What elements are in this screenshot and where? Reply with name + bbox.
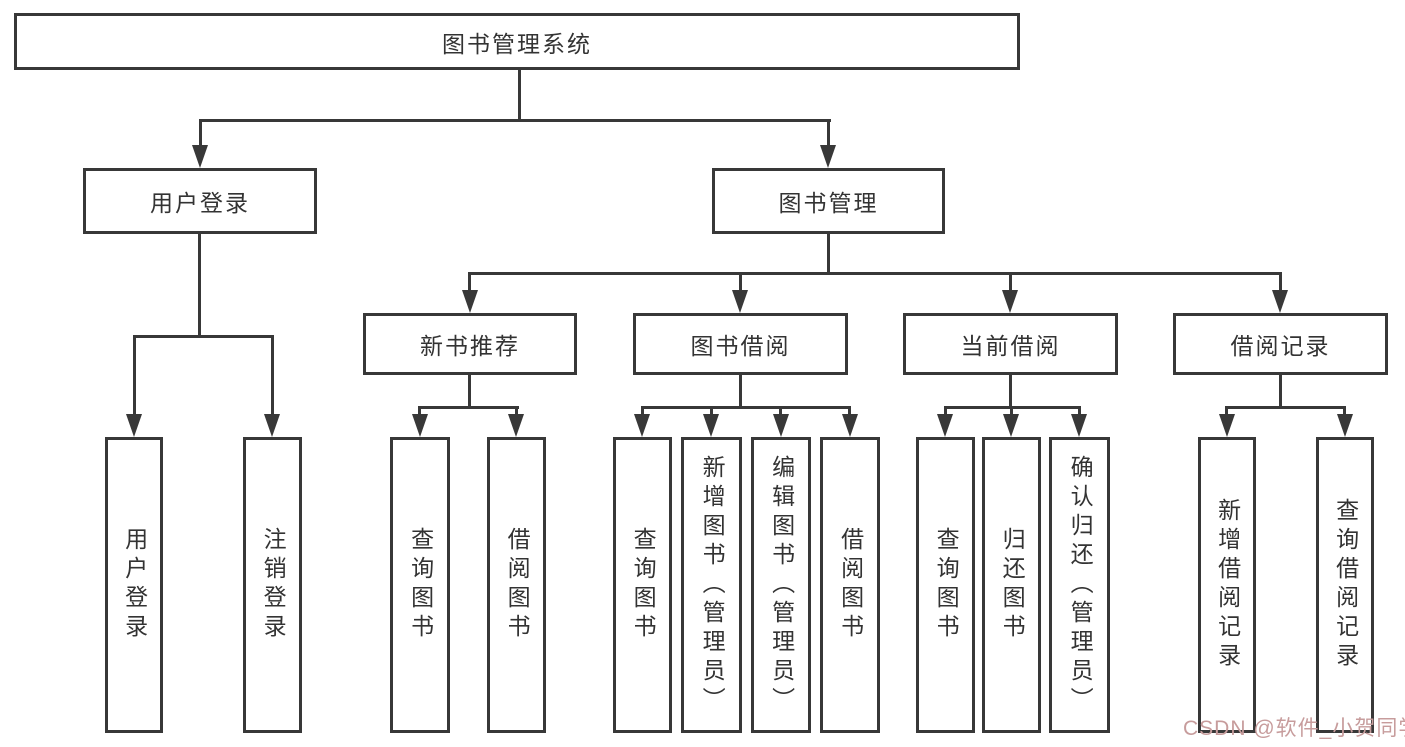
leaf-edit-books-admin: 编辑图书（管理员） bbox=[751, 437, 811, 733]
node-label: 当前借阅 bbox=[960, 333, 1061, 359]
leaf-query-books-recommend: 查询图书 bbox=[390, 437, 450, 733]
node-book-borrowing: 图书借阅 bbox=[633, 313, 848, 375]
arrow-down-icon bbox=[634, 414, 650, 437]
arrow-down-icon bbox=[1002, 290, 1018, 313]
connector-line bbox=[199, 119, 831, 122]
connector-line bbox=[827, 119, 830, 147]
arrow-down-icon bbox=[508, 414, 524, 437]
leaf-add-borrow-record: 新增借阅记录 bbox=[1198, 437, 1256, 733]
connector-line bbox=[271, 335, 274, 416]
node-label: 查询图书 bbox=[630, 527, 657, 643]
connector-line bbox=[469, 272, 1282, 275]
connector-line bbox=[739, 272, 742, 292]
connector-line bbox=[1279, 272, 1282, 292]
leaf-logout: 注销登录 bbox=[243, 437, 302, 733]
node-label: 图书管理系统 bbox=[442, 30, 592, 57]
node-book-management: 图书管理 bbox=[712, 168, 945, 234]
connector-line bbox=[133, 335, 136, 416]
node-label: 借阅图书 bbox=[837, 527, 864, 643]
connector-line bbox=[418, 406, 421, 416]
node-label: 查询借阅记录 bbox=[1332, 498, 1359, 672]
arrow-down-icon bbox=[126, 414, 142, 437]
leaf-return-books: 归还图书 bbox=[982, 437, 1041, 733]
connector-line bbox=[739, 375, 742, 406]
connector-line bbox=[1279, 375, 1282, 406]
connector-line bbox=[1343, 406, 1346, 416]
arrow-down-icon bbox=[462, 290, 478, 313]
arrow-down-icon bbox=[264, 414, 280, 437]
arrow-down-icon bbox=[192, 145, 208, 168]
node-label: 新增借阅记录 bbox=[1214, 498, 1241, 672]
arrow-down-icon bbox=[1071, 414, 1087, 437]
node-label: 新增图书（管理员） bbox=[699, 454, 726, 716]
node-borrowing-records: 借阅记录 bbox=[1173, 313, 1388, 375]
node-user-login: 用户登录 bbox=[83, 168, 317, 234]
connector-line bbox=[199, 119, 202, 147]
connector-line bbox=[198, 234, 201, 335]
connector-line bbox=[1225, 406, 1346, 409]
node-label: 注销登录 bbox=[260, 527, 287, 643]
node-label: 编辑图书（管理员） bbox=[768, 454, 795, 716]
node-label: 查询图书 bbox=[933, 527, 960, 643]
arrow-down-icon bbox=[820, 145, 836, 168]
connector-line bbox=[641, 406, 851, 409]
connector-line bbox=[944, 406, 947, 416]
leaf-add-books-admin: 新增图书（管理员） bbox=[681, 437, 742, 733]
leaf-confirm-return-admin: 确认归还（管理员） bbox=[1049, 437, 1110, 733]
arrow-down-icon bbox=[842, 414, 858, 437]
node-label: 归还图书 bbox=[999, 527, 1026, 643]
connector-line bbox=[641, 406, 644, 416]
connector-line bbox=[1078, 406, 1081, 416]
arrow-down-icon bbox=[703, 414, 719, 437]
arrow-down-icon bbox=[1003, 414, 1019, 437]
connector-line bbox=[133, 335, 274, 338]
arrow-down-icon bbox=[1219, 414, 1235, 437]
leaf-query-books-current: 查询图书 bbox=[916, 437, 975, 733]
connector-line bbox=[518, 70, 521, 121]
node-label: 借阅记录 bbox=[1230, 333, 1331, 359]
connector-line bbox=[515, 406, 518, 416]
leaf-borrow-books: 借阅图书 bbox=[820, 437, 880, 733]
leaf-query-borrow-record: 查询借阅记录 bbox=[1316, 437, 1374, 733]
node-label: 查询图书 bbox=[407, 527, 434, 643]
connector-line bbox=[418, 406, 519, 409]
arrow-down-icon bbox=[412, 414, 428, 437]
node-label: 用户登录 bbox=[150, 190, 250, 216]
node-label: 图书管理 bbox=[778, 190, 879, 216]
leaf-user-login: 用户登录 bbox=[105, 437, 163, 733]
connector-line bbox=[1009, 375, 1012, 406]
connector-line bbox=[779, 406, 782, 416]
node-current-borrowing: 当前借阅 bbox=[903, 313, 1118, 375]
arrow-down-icon bbox=[1272, 290, 1288, 313]
node-label: 确认归还（管理员） bbox=[1067, 454, 1094, 716]
arrow-down-icon bbox=[773, 414, 789, 437]
node-label: 借阅图书 bbox=[504, 527, 531, 643]
leaf-borrow-books-recommend: 借阅图书 bbox=[487, 437, 546, 733]
arrow-down-icon bbox=[937, 414, 953, 437]
csdn-watermark: CSDN @软件_小贺同学 bbox=[1183, 717, 1405, 740]
leaf-query-books-borrowing: 查询图书 bbox=[613, 437, 672, 733]
node-label: 用户登录 bbox=[121, 527, 148, 643]
connector-line bbox=[468, 272, 471, 292]
connector-line bbox=[1225, 406, 1228, 416]
arrow-down-icon bbox=[1337, 414, 1353, 437]
connector-line bbox=[848, 406, 851, 416]
node-label: 新书推荐 bbox=[420, 333, 520, 359]
node-root-library-system: 图书管理系统 bbox=[14, 13, 1020, 70]
connector-line bbox=[1009, 272, 1012, 292]
connector-line bbox=[1010, 406, 1013, 416]
connector-line bbox=[827, 234, 830, 272]
node-new-book-recommend: 新书推荐 bbox=[363, 313, 577, 375]
connector-line bbox=[710, 406, 713, 416]
connector-line bbox=[468, 375, 471, 406]
node-label: 图书借阅 bbox=[690, 333, 791, 359]
arrow-down-icon bbox=[732, 290, 748, 313]
